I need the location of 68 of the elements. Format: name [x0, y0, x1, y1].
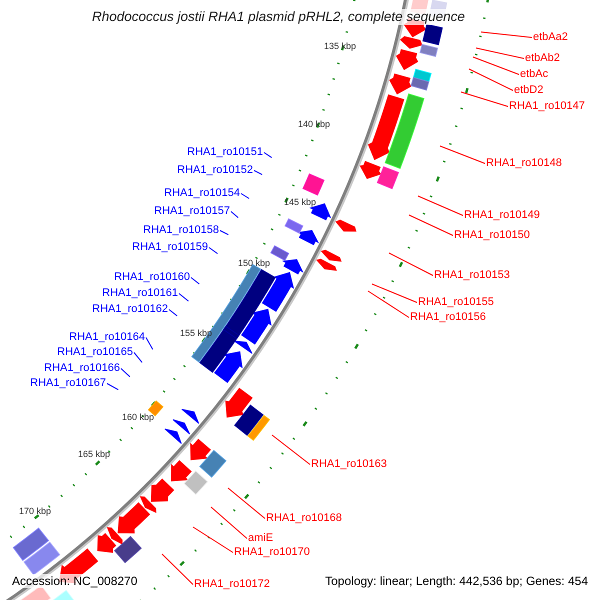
leader-line — [228, 488, 266, 519]
scale-label: 135 kbp — [324, 42, 356, 51]
gene-label: RHA1_ro10154 — [164, 187, 240, 199]
gene-label: RHA1_ro10155 — [418, 296, 494, 308]
gene-label: RHA1_ro10151 — [187, 146, 263, 158]
gene-label: RHA1_ro10165 — [57, 346, 133, 358]
gene-label: RHA1_ro10164 — [69, 331, 145, 343]
leader-line — [264, 152, 272, 158]
gene-label: RHA1_ro10148 — [486, 157, 562, 169]
leader-line — [476, 48, 524, 59]
leader-line — [230, 211, 239, 218]
scale-label: 145 kbp — [284, 198, 316, 207]
scale-label: 165 kbp — [78, 450, 110, 459]
footer-text: Topology: linear; Length: 442,536 bp; Genes: 454 — [323, 574, 590, 588]
footer-text: Accession: NC_008270 — [10, 574, 140, 588]
leader-line — [480, 32, 532, 38]
leader-line — [254, 170, 263, 176]
leader-line — [220, 230, 229, 236]
leader-line — [240, 193, 250, 199]
leader-line — [162, 554, 194, 585]
leader-line — [106, 383, 119, 390]
gene-label: RHA1_ro10163 — [311, 458, 387, 470]
gene-label: RHA1_ro10172 — [194, 578, 270, 590]
leader-line — [272, 434, 310, 465]
map-title: Rhodococcus jostii RHA1 plasmid pRHL2, complete sequence — [90, 9, 467, 24]
leader-line — [210, 506, 248, 539]
scale-label: 140 kbp — [298, 120, 330, 129]
leader-line — [472, 56, 520, 75]
leader-line — [168, 309, 178, 316]
leader-line — [134, 352, 143, 363]
leader-line — [192, 526, 234, 553]
scale-label: 160 kbp — [122, 413, 154, 422]
gene-label: RHA1_ro10152 — [177, 164, 253, 176]
leader-line — [468, 68, 514, 91]
gene-label: RHA1_ro10158 — [143, 224, 219, 236]
gene-label: RHA1_ro10162 — [92, 303, 168, 315]
gene-label: etbAb2 — [525, 52, 560, 64]
leader-line — [408, 214, 454, 236]
gene-label: RHA1_ro10161 — [102, 287, 178, 299]
gene-label: RHA1_ro10160 — [114, 271, 190, 283]
leader-line — [460, 92, 508, 107]
leader-line — [372, 284, 418, 303]
gene-label: RHA1_ro10168 — [266, 512, 342, 524]
leader-line — [368, 290, 410, 318]
leader-line — [388, 252, 434, 276]
leader-line — [120, 368, 130, 378]
leader-line — [178, 293, 189, 302]
gene-label: etbAc — [520, 68, 548, 80]
gene-label: RHA1_ro10159 — [132, 241, 208, 253]
gene-label: RHA1_ro10153 — [434, 269, 510, 281]
gene-label: RHA1_ro10170 — [234, 546, 310, 558]
leader-line — [418, 196, 464, 216]
leader-line — [208, 247, 218, 254]
gene-label: RHA1_ro10150 — [454, 229, 530, 241]
gene-label: etbD2 — [514, 84, 544, 96]
leader-line — [190, 277, 200, 284]
gene-label: RHA1_ro10167 — [30, 377, 106, 389]
scale-label: 170 kbp — [19, 507, 52, 516]
gene-label: RHA1_ro10157 — [154, 205, 230, 217]
gene-label: RHA1_ro10156 — [410, 311, 486, 323]
leader-line — [146, 337, 154, 350]
gene-label: RHA1_ro10166 — [44, 362, 120, 374]
gene-label: etbAa2 — [533, 31, 568, 43]
gene-label: amiE — [248, 532, 274, 544]
leader-line — [440, 146, 486, 164]
gene-label: RHA1_ro10149 — [464, 209, 540, 221]
gene-label: RHA1_ro10147 — [509, 100, 585, 112]
scale-label: 150 kbp — [238, 259, 270, 268]
